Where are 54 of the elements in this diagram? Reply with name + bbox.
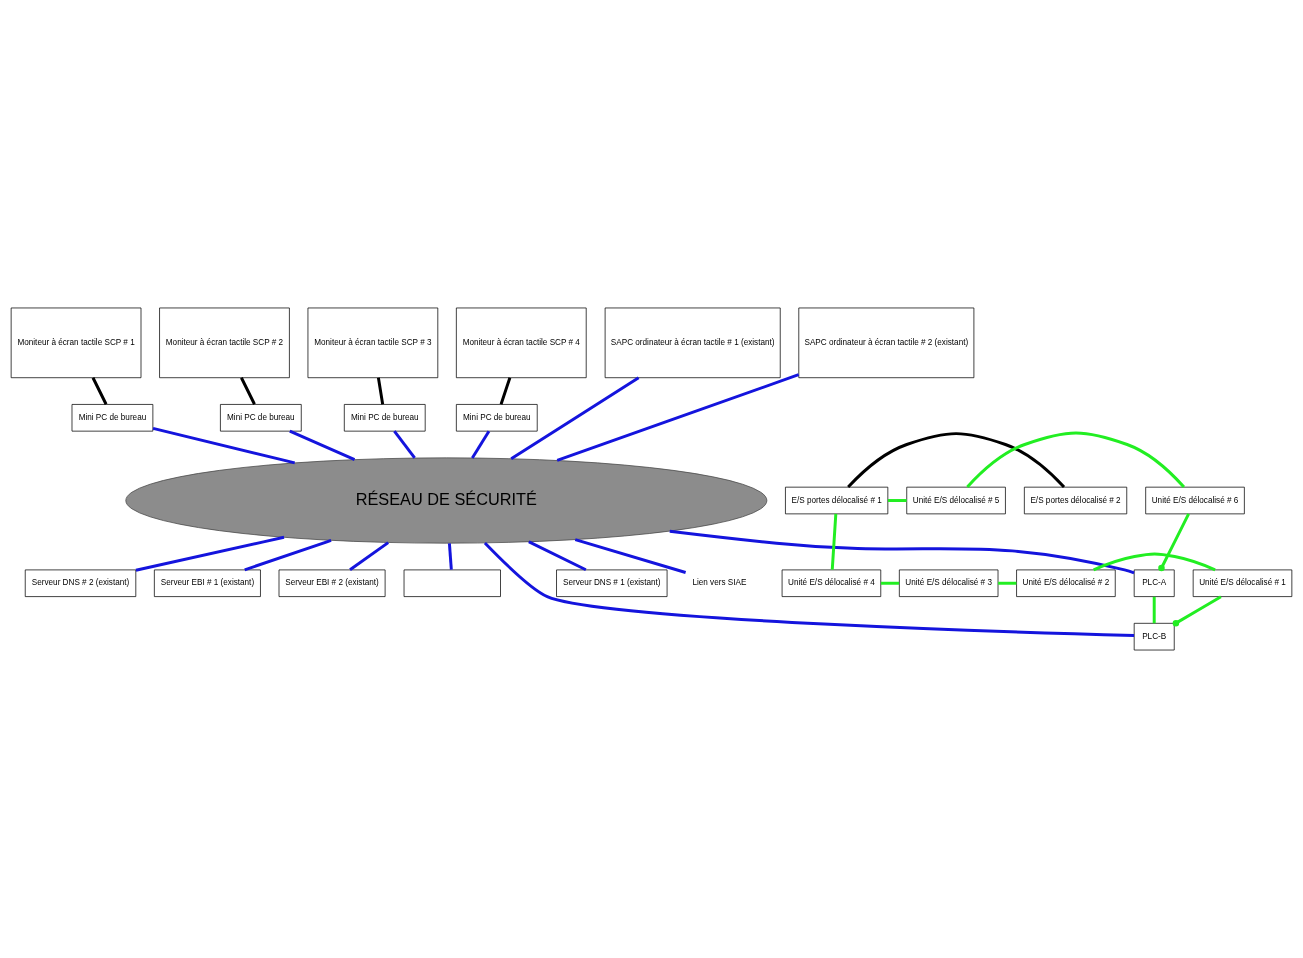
node-box: Mini PC de bureau bbox=[343, 404, 426, 432]
node-box: Unité E/S délocalisé # 6 bbox=[1145, 486, 1245, 515]
connector bbox=[1158, 513, 1190, 572]
connector bbox=[528, 540, 587, 572]
node-box: Unité E/S délocalisé # 4 bbox=[781, 569, 882, 597]
node-box: Serveur DNS # 2 (existant) bbox=[24, 569, 137, 597]
node-box: PLC-B bbox=[1133, 622, 1175, 651]
connector bbox=[393, 430, 416, 459]
connector bbox=[240, 377, 256, 405]
node-box: Unité E/S délocalisé # 3 bbox=[898, 569, 999, 597]
node-box: SAPC ordinateur à écran tactile # 2 (existant) bbox=[798, 307, 975, 379]
node-box: Mini PC de bureau bbox=[456, 404, 538, 432]
connector bbox=[471, 430, 491, 459]
connector bbox=[289, 429, 356, 461]
connector bbox=[91, 377, 108, 405]
connector bbox=[447, 543, 453, 570]
connector bbox=[1093, 552, 1216, 572]
node-box: SAPC ordinateur à écran tactile # 1 (existant) bbox=[604, 307, 781, 379]
node-box bbox=[403, 569, 501, 597]
connector bbox=[847, 432, 1066, 489]
connector bbox=[376, 377, 385, 405]
node-box: Serveur DNS # 1 (existant) bbox=[556, 569, 668, 597]
node-ellipse: RÉSEAU DE SÉCURITÉ bbox=[125, 457, 768, 544]
connector bbox=[556, 373, 800, 462]
connector bbox=[574, 538, 687, 574]
node-box: Mini PC de bureau bbox=[220, 404, 302, 432]
node-text: Lien vers SIAE bbox=[692, 578, 747, 588]
connector bbox=[966, 431, 1186, 489]
node-box: PLC-A bbox=[1133, 569, 1175, 597]
connector bbox=[244, 539, 332, 572]
node-box: Moniteur à écran tactile SCP # 4 bbox=[456, 307, 587, 379]
connector bbox=[880, 581, 900, 585]
connector bbox=[830, 513, 838, 570]
connector bbox=[483, 541, 1135, 637]
node-box: E/S portes délocalisé # 2 bbox=[1024, 486, 1128, 515]
node-box: Serveur EBI # 2 (existant) bbox=[278, 569, 386, 597]
node-box: Unité E/S délocalisé # 2 bbox=[1016, 569, 1116, 597]
node-box: Unité E/S délocalisé # 5 bbox=[906, 486, 1006, 515]
node-box: Moniteur à écran tactile SCP # 1 bbox=[10, 307, 142, 379]
connector bbox=[998, 581, 1017, 585]
node-box: Serveur EBI # 1 (existant) bbox=[154, 569, 261, 597]
node-box: Unité E/S délocalisé # 1 bbox=[1192, 569, 1293, 597]
connector bbox=[152, 426, 296, 465]
connector bbox=[669, 529, 1135, 575]
connector bbox=[499, 377, 512, 405]
connector bbox=[135, 535, 285, 572]
node-box: Mini PC de bureau bbox=[71, 404, 154, 432]
node-box: Moniteur à écran tactile SCP # 3 bbox=[307, 307, 439, 379]
connector bbox=[887, 499, 907, 502]
connector bbox=[1172, 595, 1222, 627]
connector bbox=[1152, 596, 1156, 624]
connector bbox=[510, 376, 640, 460]
node-box: Moniteur à écran tactile SCP # 2 bbox=[159, 307, 290, 379]
node-box: E/S portes délocalisé # 1 bbox=[785, 486, 889, 515]
